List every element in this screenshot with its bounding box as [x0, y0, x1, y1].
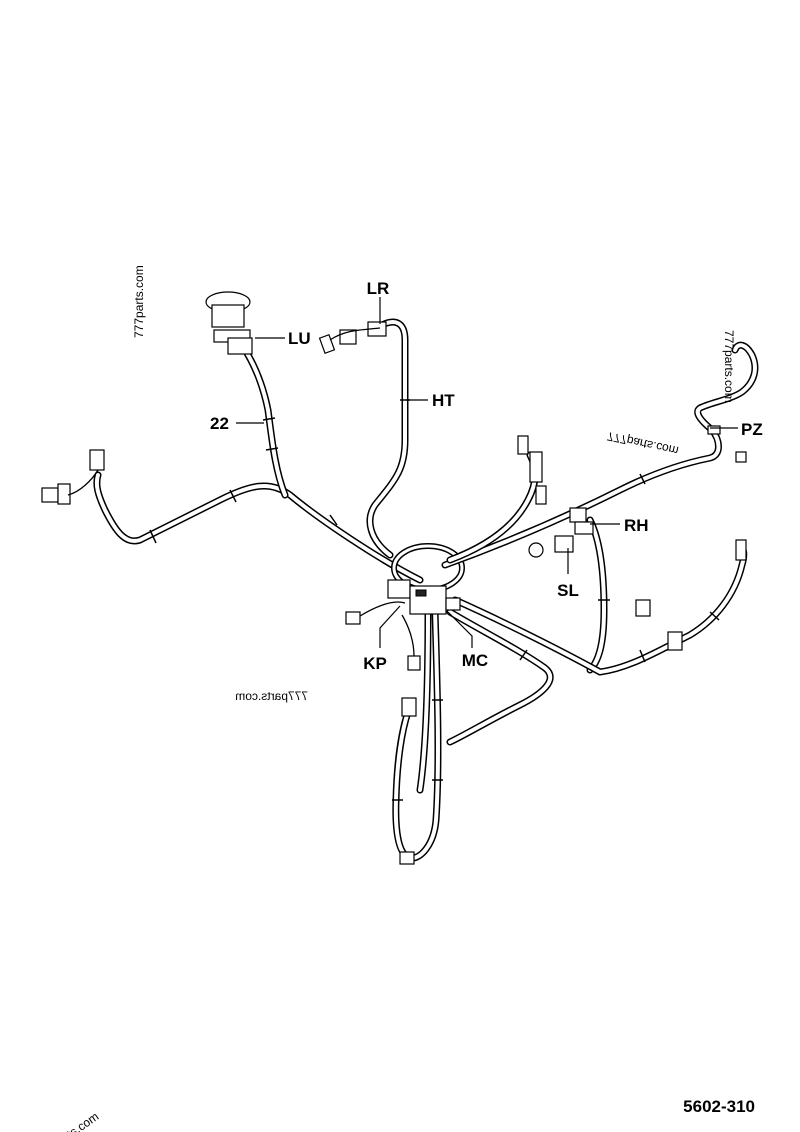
leader-lines	[236, 297, 738, 648]
callout-sl: SL	[557, 581, 579, 600]
watermark-right-vertical: 777parts.com	[722, 330, 736, 403]
callout-pz: PZ	[741, 420, 763, 439]
callout-lu: LU	[288, 329, 311, 348]
watermark-lower-mirrored: 777parts.com	[235, 689, 308, 703]
callout-ht: HT	[432, 391, 455, 410]
watermark-left-vertical: 777parts.com	[132, 265, 146, 338]
callout-rh: RH	[624, 516, 649, 535]
callout-kp: KP	[363, 654, 387, 673]
watermark-center-rotated: 777parts.com	[606, 429, 680, 458]
callout-22: 22	[210, 414, 229, 433]
callout-mc: MC	[462, 651, 488, 670]
cable-ties	[149, 399, 720, 801]
watermark-corner: 777parts.com	[34, 1109, 102, 1132]
connectors	[41, 291, 747, 865]
callout-lr: LR	[367, 279, 390, 298]
figure-number: 5602-310	[683, 1097, 755, 1116]
